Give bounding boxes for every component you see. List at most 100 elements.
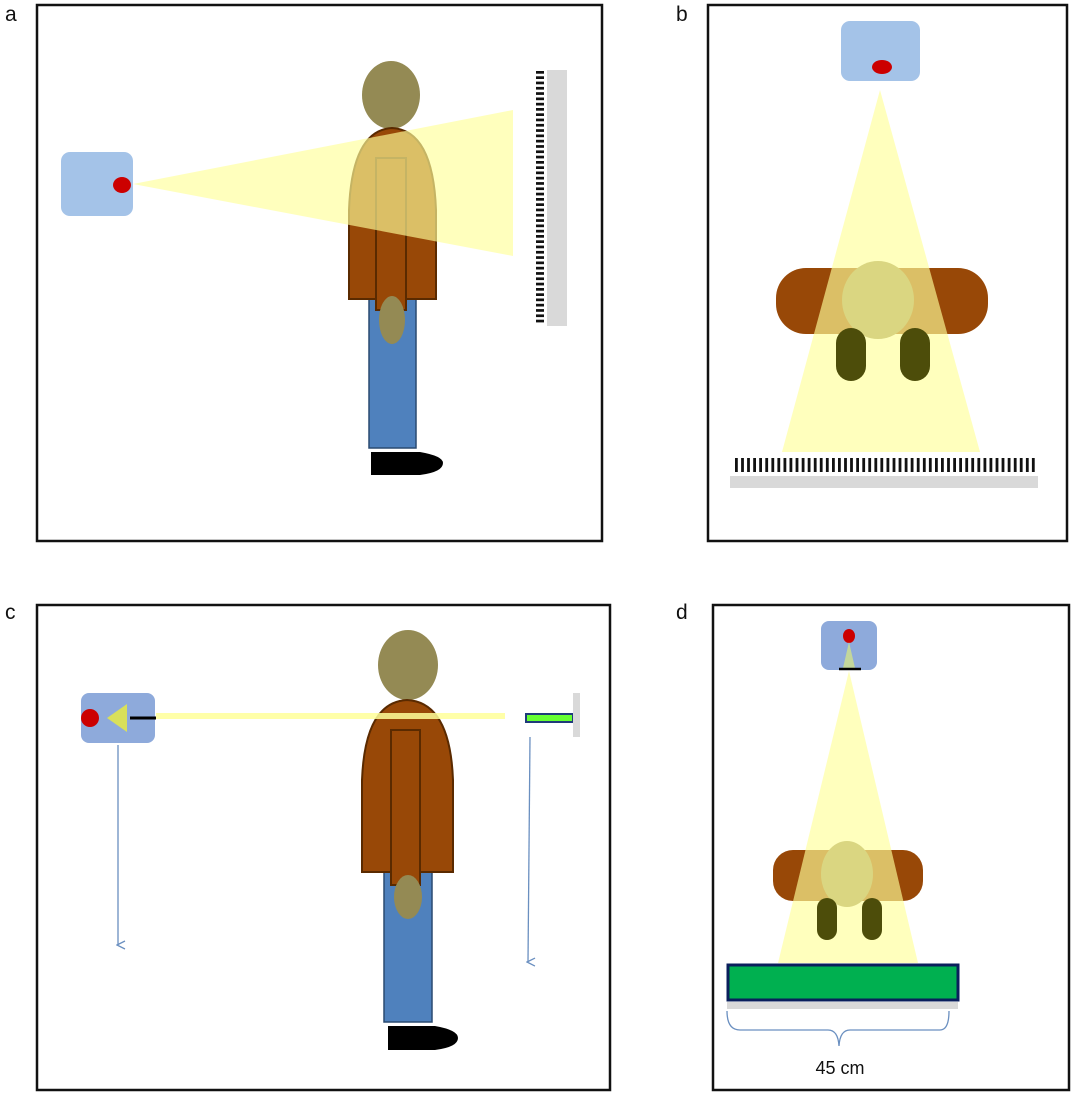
ruler-tick	[536, 303, 544, 307]
ruler-tick	[536, 92, 544, 95]
detector-ruler	[573, 693, 580, 737]
detector-base	[727, 1002, 958, 1009]
ruler-tick	[536, 314, 544, 318]
ruler-tick	[536, 187, 544, 191]
beam-cone-icon	[843, 642, 855, 668]
person-hand	[379, 296, 405, 344]
detector-plate	[726, 963, 960, 1002]
ruler-tick	[536, 261, 544, 265]
person-head	[362, 61, 420, 129]
ruler-tick	[536, 272, 544, 275]
ruler-tick	[536, 71, 544, 74]
ruler-tick	[965, 458, 969, 472]
person-leg-right	[900, 328, 930, 381]
lens-icon	[843, 629, 855, 643]
ruler-tick	[536, 203, 544, 206]
ruler-tick	[928, 458, 932, 472]
panel-d-frame	[711, 603, 1071, 1092]
camera-icon	[61, 152, 133, 216]
x-ray-beam	[133, 110, 513, 256]
ruler-tick	[536, 145, 544, 148]
ruler-tick	[953, 458, 956, 472]
ruler-tick	[536, 155, 544, 159]
ruler-tick	[536, 161, 544, 164]
ruler-tick	[536, 309, 544, 312]
panel-label-d: d	[676, 601, 688, 624]
ruler-tick	[536, 288, 544, 291]
person-head	[378, 630, 438, 700]
ruler-tick	[819, 458, 823, 472]
ruler-tick	[536, 134, 544, 138]
ruler-tick	[536, 192, 544, 196]
ruler-tick	[741, 458, 744, 472]
ruler-tick	[536, 113, 544, 116]
arrow-down-icon	[528, 736, 530, 962]
ruler-tick	[765, 458, 769, 472]
ruler-tick	[880, 458, 884, 472]
ruler-tick	[874, 458, 878, 472]
ruler-tick	[783, 458, 787, 472]
ruler-tick	[536, 176, 544, 180]
ruler-ticks	[536, 71, 544, 323]
ruler-tick	[813, 458, 817, 472]
ruler-tick	[536, 208, 544, 212]
ruler-tick	[1007, 458, 1011, 472]
panel-label-c: c	[5, 601, 16, 624]
ruler-tick	[536, 118, 544, 122]
ruler-tick	[536, 81, 544, 85]
ruler-tick	[536, 86, 544, 90]
ruler-tick	[850, 458, 853, 472]
detector-plate	[525, 713, 574, 723]
ruler-tick	[536, 224, 544, 228]
ruler-tick	[892, 458, 896, 472]
ruler-tick	[1001, 458, 1005, 472]
camera-icon	[841, 21, 920, 81]
ruler-tick	[536, 293, 544, 296]
panel-a	[35, 3, 604, 543]
ruler-tick	[536, 123, 544, 127]
lens-icon	[81, 709, 99, 727]
ruler-tick	[747, 458, 750, 472]
ruler-tick	[977, 458, 981, 472]
ruler-tick	[771, 458, 775, 472]
ruler-tick	[947, 458, 950, 472]
detector-ruler	[730, 476, 1038, 488]
person-arm	[390, 729, 421, 886]
x-ray-beam	[782, 90, 980, 452]
ruler-tick	[735, 458, 738, 472]
beam-cone-icon	[107, 704, 127, 732]
ruler-tick	[536, 240, 544, 243]
ruler-tick	[536, 256, 544, 259]
ruler-tick	[536, 219, 544, 222]
ruler-tick	[536, 182, 544, 185]
ruler-tick	[807, 458, 811, 472]
ruler-tick	[536, 166, 544, 169]
person-legs	[368, 297, 417, 449]
ruler-tick	[971, 458, 975, 472]
ruler-tick	[904, 458, 908, 472]
ruler-tick	[536, 298, 544, 302]
person-leg-left	[817, 898, 837, 940]
ruler-tick	[536, 229, 544, 233]
ruler-tick	[983, 458, 987, 472]
panel-label-b: b	[676, 3, 688, 26]
ruler-tick	[536, 102, 544, 106]
ruler-tick	[795, 458, 799, 472]
ruler-tick	[1013, 458, 1017, 472]
person-leg-left	[836, 328, 866, 381]
lens-icon	[872, 60, 892, 74]
ruler-tick	[989, 458, 993, 472]
ruler-tick	[922, 458, 926, 472]
ruler-tick	[759, 458, 762, 472]
ruler-tick	[856, 458, 859, 472]
ruler-tick	[536, 150, 544, 154]
person-shoe	[371, 452, 443, 475]
panel-c	[35, 603, 612, 1092]
ruler-tick	[1025, 458, 1029, 472]
ruler-tick	[789, 458, 793, 472]
ruler-tick	[825, 458, 829, 472]
panel-c-frame	[35, 603, 612, 1092]
ruler-tick	[536, 198, 544, 201]
ruler-tick	[536, 235, 544, 238]
